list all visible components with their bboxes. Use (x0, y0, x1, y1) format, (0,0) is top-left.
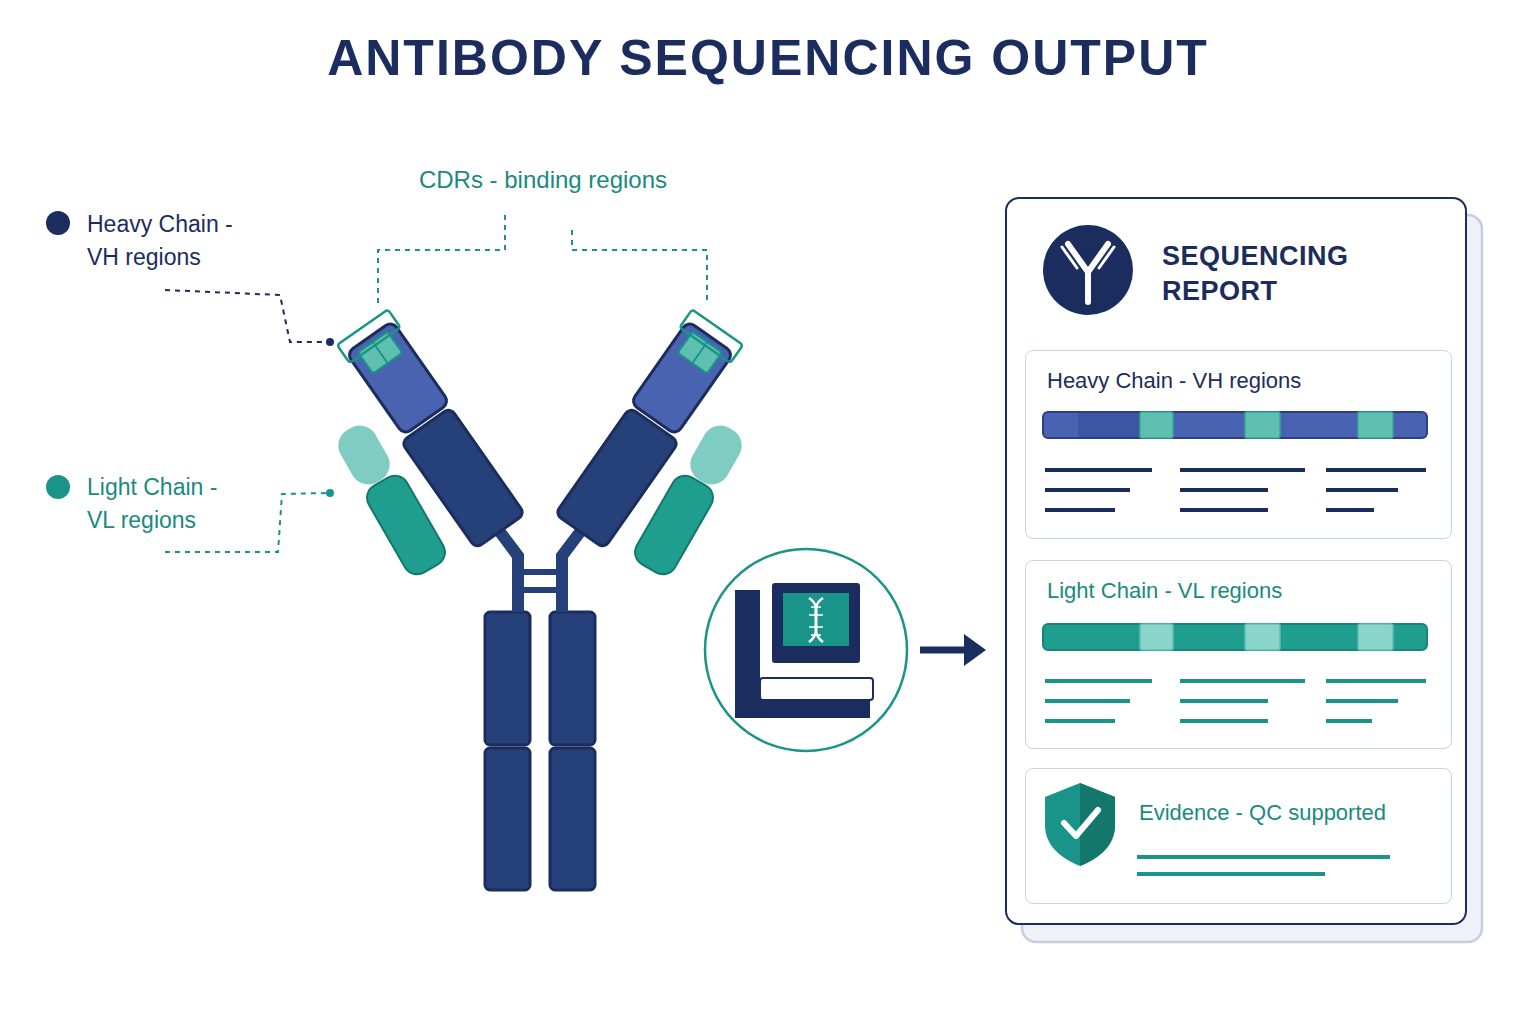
callout-label: Light Chain - VL regions (87, 471, 247, 538)
callout-label: CDRs - binding regions (408, 164, 678, 196)
fc-domain (485, 748, 530, 890)
leader-line (165, 290, 328, 342)
sequencer-circle (705, 549, 907, 751)
dna-strand (809, 598, 823, 642)
report-card: SEQUENCING REPORT Heavy Chain - VH region… (1005, 197, 1467, 925)
cdr-segment (1245, 412, 1280, 438)
placeholder-line (1180, 699, 1268, 703)
placeholder-line (1180, 468, 1305, 472)
leader-end (326, 489, 334, 497)
report-panel: Heavy Chain - VH regions (1025, 350, 1452, 539)
cl-domain (362, 471, 450, 580)
callout-dot (46, 211, 70, 235)
callout-dot (46, 475, 70, 499)
report-panel: Light Chain - VL regions (1025, 560, 1452, 749)
vh-domain (337, 309, 452, 436)
placeholder-line (1137, 855, 1390, 859)
ch1-domain (401, 408, 525, 549)
cdr-region (358, 332, 402, 374)
dna-strand (809, 598, 823, 642)
sequencer-tray (760, 678, 873, 700)
placeholder-line (1045, 679, 1152, 683)
placeholder-line (1180, 508, 1268, 512)
placeholder-line (1326, 719, 1372, 723)
report-icon (1043, 225, 1133, 315)
text-placeholder-lines (1045, 681, 1426, 721)
vl-domain (332, 419, 397, 491)
cdr-divider (373, 342, 388, 363)
cl-domain (362, 471, 450, 580)
cdr-segment (1358, 624, 1393, 650)
leader-line (572, 230, 707, 302)
sequencer-screen (783, 593, 849, 646)
cdr-segment (1140, 624, 1173, 650)
shield-shade (1080, 783, 1115, 866)
sequence-bar (1043, 624, 1427, 650)
ch1-domain (401, 408, 525, 549)
antibody-half (539, 309, 748, 890)
placeholder-line (1045, 719, 1115, 723)
placeholder-line (1045, 468, 1152, 472)
leader-end (326, 338, 334, 346)
check-mark (1064, 810, 1098, 836)
sequencer-monitor (772, 583, 860, 663)
report-panel: Evidence - QC supported (1025, 768, 1452, 904)
arrow-head (964, 634, 986, 666)
node-heading: Heavy Chain - VH regions (1047, 367, 1437, 396)
vl-domain (332, 419, 397, 491)
sequence-bar (1043, 412, 1427, 438)
sequencer-body (735, 590, 760, 718)
leader-line (378, 215, 505, 305)
antibody-half (332, 309, 541, 890)
placeholder-line (1045, 488, 1130, 492)
fc-domain (485, 612, 530, 745)
placeholder-line (1045, 508, 1115, 512)
vh-domain (346, 321, 449, 435)
cdr-bracket (337, 309, 400, 363)
node-heading: Light Chain - VL regions (1047, 577, 1437, 606)
antibody-icon (1062, 247, 1114, 268)
sequencer-body (760, 692, 870, 718)
diagram-title: ANTIBODY SEQUENCING OUTPUT (0, 28, 1536, 88)
placeholder-line (1326, 508, 1374, 512)
disulfide-bond (518, 587, 541, 593)
cdr-segment (1245, 624, 1280, 650)
dna-rungs (809, 607, 823, 635)
placeholder-line (1180, 488, 1268, 492)
flow-arrow (920, 647, 970, 654)
placeholder-line (1045, 699, 1130, 703)
cdr-segment (1358, 412, 1393, 438)
placeholder-line (1137, 872, 1325, 876)
placeholder-line (1326, 679, 1426, 683)
placeholder-line (1180, 719, 1268, 723)
disulfide-bond (518, 569, 541, 575)
sequence-segment (1078, 413, 1140, 437)
placeholder-line (1326, 699, 1398, 703)
placeholder-line (1326, 468, 1426, 472)
placeholder-line (1326, 488, 1398, 492)
node-heading: Evidence - QC supported (1139, 799, 1439, 828)
callout-label: Heavy Chain - VH regions (87, 208, 247, 275)
placeholder-line (1180, 679, 1305, 683)
antibody-icon (1068, 244, 1108, 302)
hinge (500, 532, 518, 612)
text-placeholder-lines (1045, 470, 1426, 510)
shield-icon (1045, 783, 1115, 866)
node-heading: SEQUENCING REPORT (1162, 239, 1377, 309)
cdr-segment (1140, 412, 1173, 438)
